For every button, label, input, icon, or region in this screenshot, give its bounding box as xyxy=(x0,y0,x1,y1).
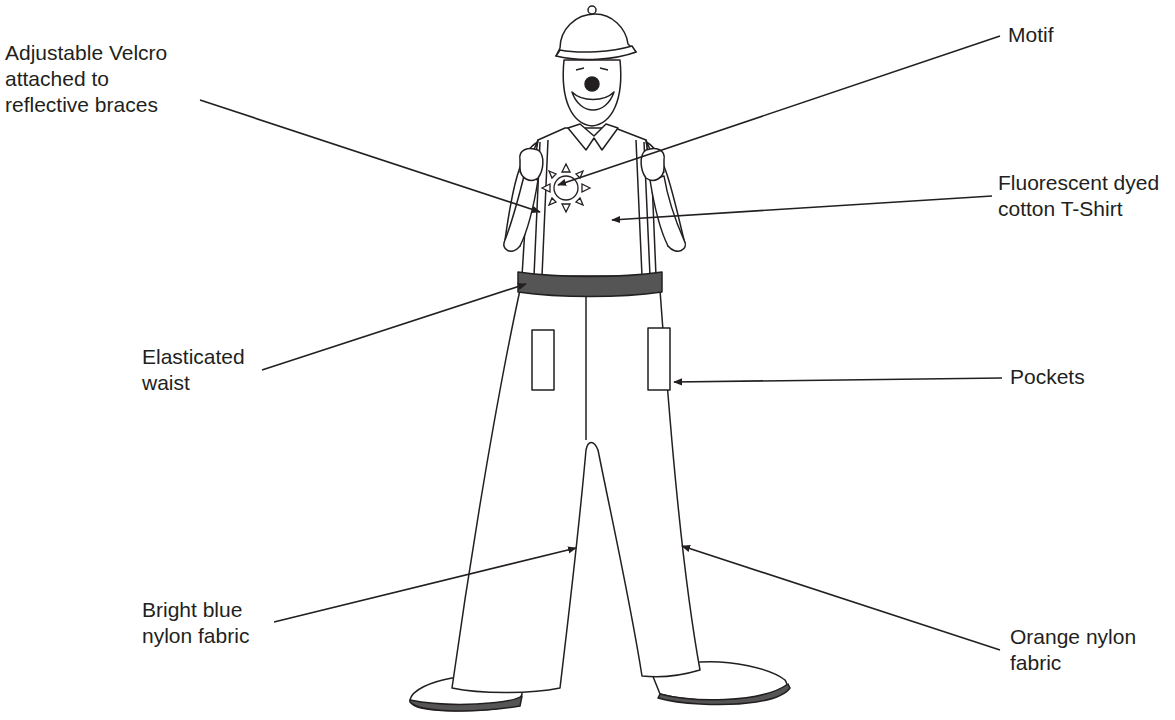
leader-lines xyxy=(200,36,1002,650)
eyes xyxy=(576,68,608,70)
leader-line xyxy=(262,284,526,370)
right-pocket xyxy=(648,328,670,390)
hat-bobble xyxy=(588,6,596,14)
left-fist xyxy=(520,148,543,180)
mouth xyxy=(572,92,614,110)
t-shirt xyxy=(522,128,656,276)
collar xyxy=(568,124,618,150)
part-label: Motif xyxy=(1008,22,1128,48)
leader-line xyxy=(200,100,540,212)
part-label: Orange nylon fabric xyxy=(1010,624,1160,676)
leader-line xyxy=(612,196,992,220)
face xyxy=(563,60,621,126)
motif-rays xyxy=(542,164,590,212)
trousers xyxy=(452,290,700,693)
left-pocket xyxy=(532,330,554,390)
hat-brim xyxy=(556,46,636,59)
elasticated-waistband xyxy=(518,272,662,297)
sun-motif xyxy=(542,164,590,212)
part-label: Fluorescent dyed cotton T-Shirt xyxy=(998,170,1170,222)
leader-line xyxy=(674,378,1002,382)
part-label: Adjustable Velcro attached to reflective… xyxy=(5,40,185,118)
left-forearm xyxy=(504,176,538,251)
centre-seam xyxy=(585,292,587,440)
red-nose xyxy=(585,77,599,91)
leader-line xyxy=(274,548,576,622)
right-forearm xyxy=(650,176,685,251)
part-label: Elasticated waist xyxy=(142,344,260,396)
left-sole xyxy=(410,696,522,711)
leader-line xyxy=(558,36,1000,185)
clown-figure xyxy=(410,6,790,711)
part-label: Pockets xyxy=(1010,364,1130,390)
leader-line xyxy=(682,546,1000,650)
part-label: Bright blue nylon fabric xyxy=(142,597,270,649)
right-sole xyxy=(658,684,790,704)
